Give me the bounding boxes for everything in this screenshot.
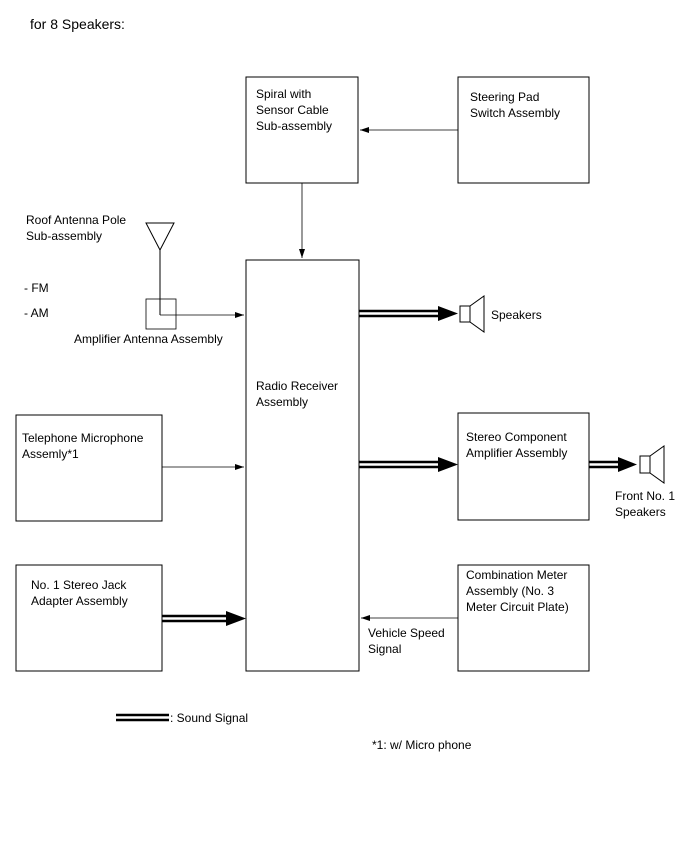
speaker-icon xyxy=(459,295,485,333)
antenna-icon xyxy=(145,222,175,315)
amplifier-antenna-label: Amplifier Antenna Assembly xyxy=(74,332,223,346)
am-label: - AM xyxy=(24,306,49,320)
stereo-amp-label: Stereo Component Amplifier Assembly xyxy=(466,430,568,460)
radio-to-speakers-sound-arrow xyxy=(359,306,458,321)
steering-label: Steering Pad Switch Assembly xyxy=(470,90,561,120)
front-speaker-icon xyxy=(639,445,665,484)
footnote: *1: w/ Micro phone xyxy=(372,738,472,752)
vehicle-speed-label: Vehicle Speed Signal xyxy=(368,626,445,656)
combination-meter-label: Combination Meter Assembly (No. 3 Meter … xyxy=(466,568,569,614)
stereo-jack-box xyxy=(15,564,163,672)
stereo-jack-label: No. 1 Stereo Jack Adapter Assembly xyxy=(31,578,128,608)
page-heading: for 8 Speakers: xyxy=(30,16,125,32)
front-speakers-label: Front No. 1 Speakers xyxy=(615,489,676,519)
spiral-label: Spiral with Sensor Cable Sub-assembly xyxy=(256,87,333,133)
amplifier-antenna-box xyxy=(145,298,177,330)
legend-sound-signal-symbol xyxy=(116,713,169,722)
fm-label: - FM xyxy=(24,281,49,295)
telephone-label: Telephone Microphone Assemly*1 xyxy=(22,431,144,461)
stereo-amp-to-front-speakers-sound-arrow xyxy=(589,457,637,472)
legend-sound-signal-label: : Sound Signal xyxy=(170,711,249,725)
roof-antenna-label: Roof Antenna Pole Sub-assembly xyxy=(26,213,127,243)
radio-receiver-label: Radio Receiver Assembly xyxy=(256,379,339,409)
radio-receiver-box xyxy=(245,259,360,672)
speakers-label: Speakers xyxy=(491,308,542,322)
radio-to-stereo-amp-sound-arrow xyxy=(359,457,458,472)
stereo-jack-to-radio-sound-arrow xyxy=(162,611,246,626)
telephone-box xyxy=(15,414,163,522)
